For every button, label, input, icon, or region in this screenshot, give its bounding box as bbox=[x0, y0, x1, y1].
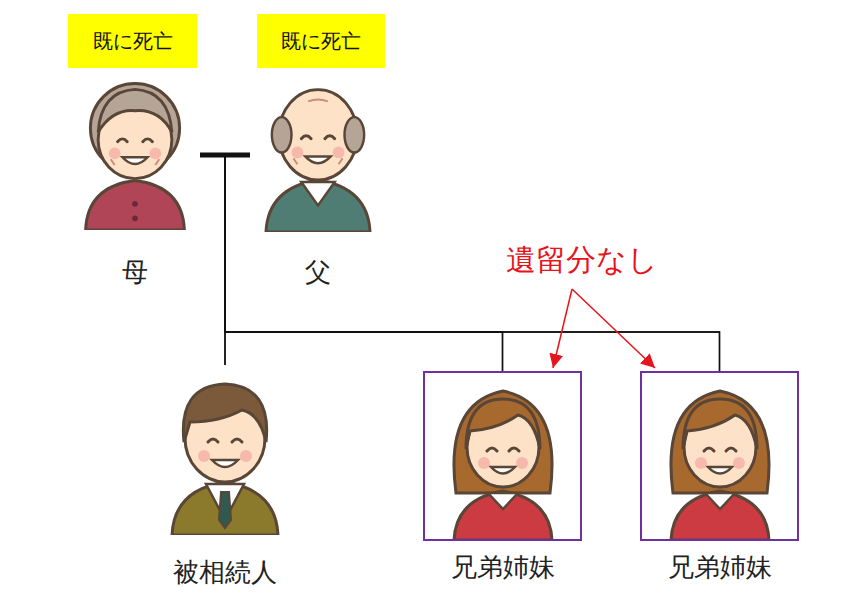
callout-note: 遺留分なし bbox=[490, 235, 674, 285]
sibling-figure bbox=[454, 391, 552, 540]
callout-arrow-path bbox=[553, 289, 572, 368]
person-node: 被相続人 bbox=[160, 365, 290, 590]
sibling-figure bbox=[671, 391, 769, 540]
family-line bbox=[225, 155, 720, 371]
family-line-path bbox=[225, 155, 250, 365]
mother-figure bbox=[86, 84, 185, 230]
sibling-box: 兄弟姉妹 bbox=[640, 371, 799, 541]
node-label: 母 bbox=[122, 256, 148, 290]
family-line bbox=[200, 155, 720, 371]
callout-arrow bbox=[572, 289, 655, 368]
node-label: 兄弟姉妹 bbox=[451, 551, 555, 585]
family-line-path bbox=[200, 155, 503, 371]
status-tag: 既に死亡 bbox=[68, 14, 197, 68]
decedent-figure bbox=[172, 384, 278, 535]
family-line bbox=[225, 155, 503, 371]
status-tag: 既に死亡 bbox=[257, 14, 385, 68]
person-node: 父 bbox=[250, 75, 385, 290]
node-label: 父 bbox=[305, 256, 331, 290]
family-line-path bbox=[200, 155, 720, 371]
callout-arrow bbox=[553, 289, 572, 368]
callout-arrow-path bbox=[572, 289, 655, 368]
node-label: 兄弟姉妹 bbox=[668, 551, 772, 585]
sibling-box: 兄弟姉妹 bbox=[423, 371, 582, 541]
family-line-path bbox=[225, 155, 503, 371]
family-line bbox=[225, 155, 250, 365]
father-figure bbox=[266, 90, 370, 232]
person-node: 母 bbox=[70, 75, 200, 290]
family-line-path bbox=[200, 155, 225, 365]
node-label: 既に死亡 bbox=[93, 28, 173, 55]
node-label: 既に死亡 bbox=[281, 28, 361, 55]
node-label: 遺留分なし bbox=[504, 240, 660, 281]
family-line-path bbox=[225, 155, 720, 371]
family-line bbox=[200, 155, 225, 365]
family-line bbox=[200, 155, 503, 371]
node-label: 被相続人 bbox=[173, 556, 277, 590]
